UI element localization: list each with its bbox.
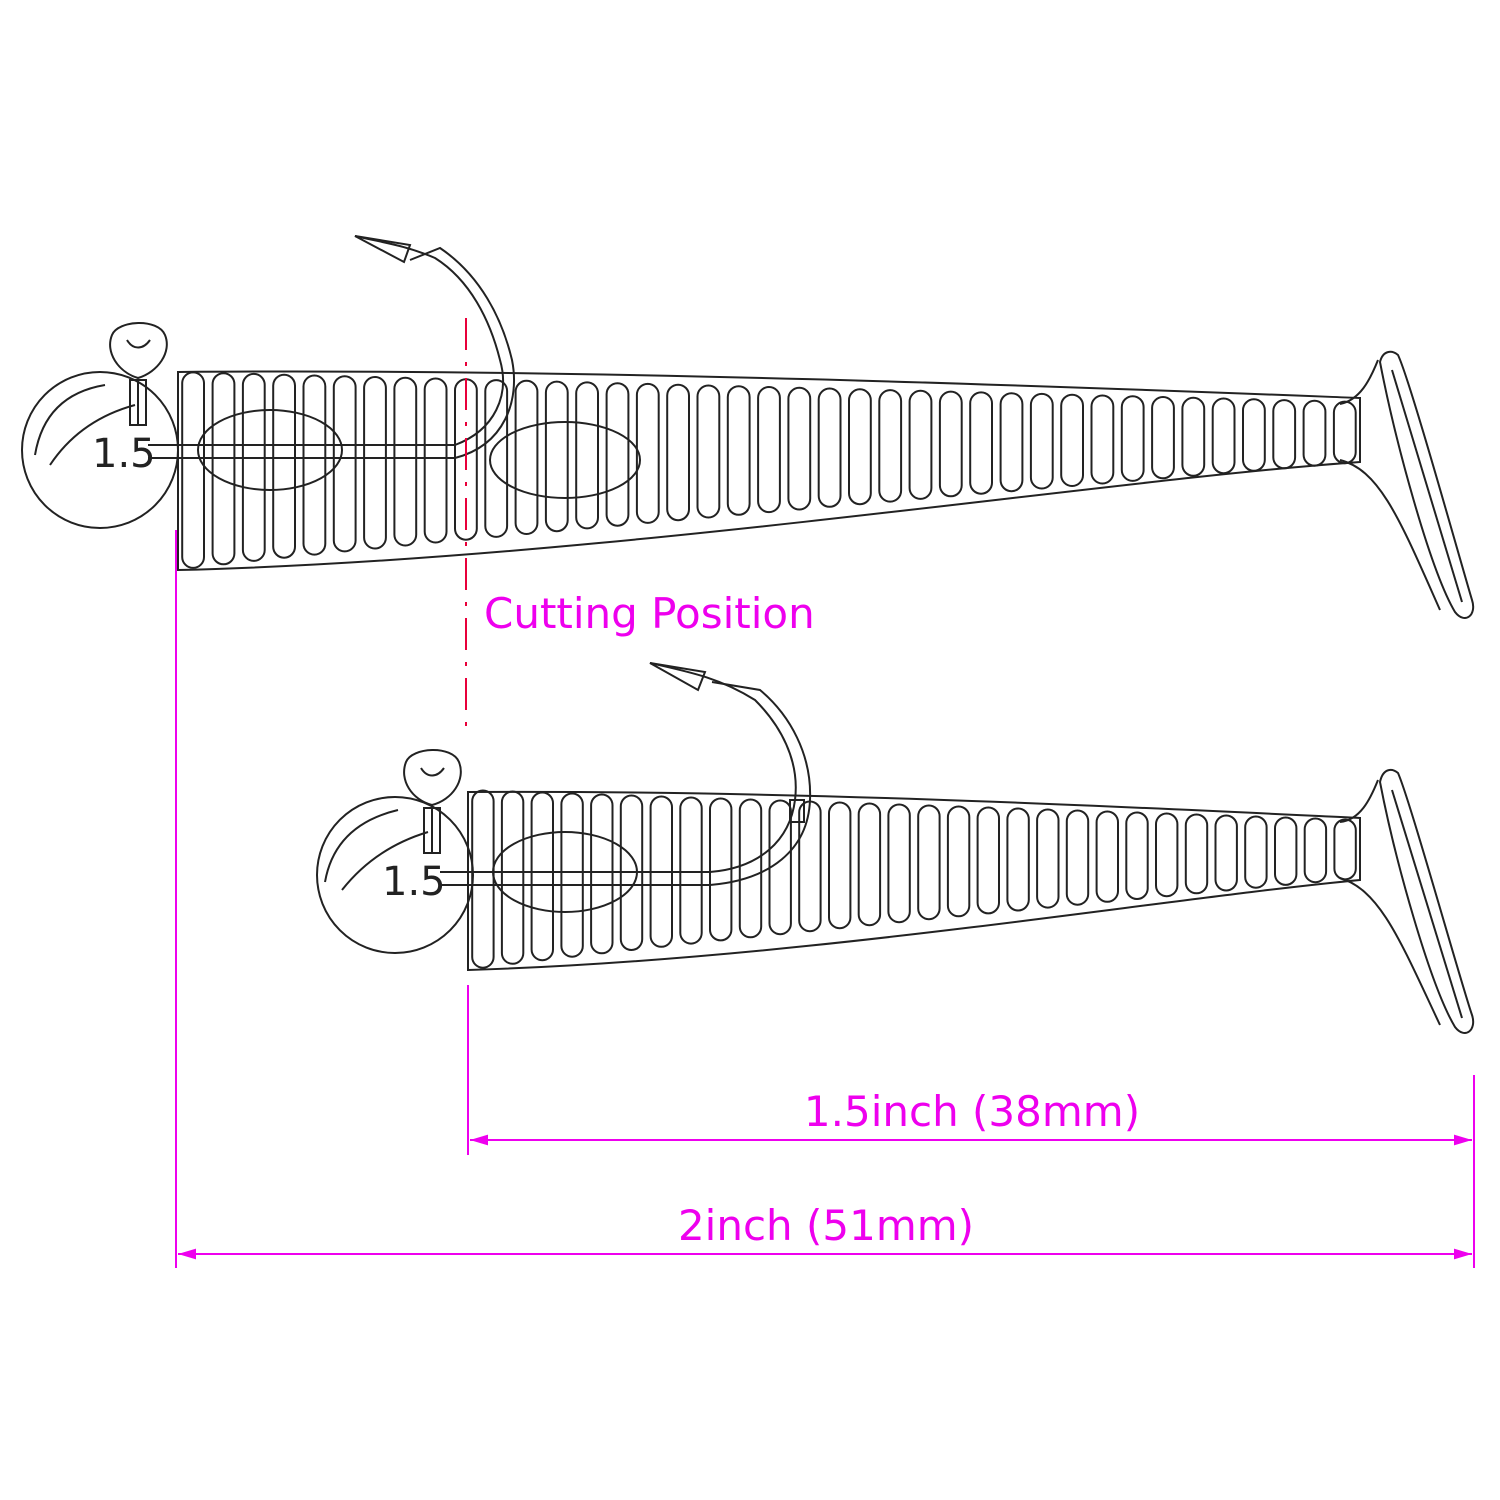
lure-body-cut bbox=[467, 768, 1475, 1034]
body-segment bbox=[1214, 814, 1238, 892]
body-segments-full bbox=[181, 371, 1357, 569]
body-segment bbox=[363, 376, 387, 550]
body-segments-cut bbox=[471, 789, 1357, 969]
body-segment bbox=[1302, 399, 1327, 467]
jig-weight-label-cut: 1.5 bbox=[382, 859, 446, 905]
body-segment bbox=[1120, 395, 1145, 482]
body-segment bbox=[1065, 809, 1090, 906]
body-segment bbox=[272, 373, 297, 559]
body-segment bbox=[887, 803, 911, 924]
cutting-position-label: Cutting Position bbox=[484, 589, 815, 638]
hook-full bbox=[148, 235, 516, 459]
body-segment bbox=[999, 392, 1024, 493]
body-segment bbox=[1332, 400, 1357, 465]
body-segment bbox=[857, 802, 882, 927]
body-segment bbox=[1036, 808, 1060, 909]
body-segment bbox=[1151, 396, 1175, 480]
lure-full: 1.5 bbox=[21, 235, 1475, 730]
body-segment bbox=[1006, 807, 1030, 912]
tail-fin-full bbox=[1378, 350, 1475, 619]
body-segment bbox=[738, 798, 763, 939]
body-segment bbox=[484, 379, 509, 538]
body-segment bbox=[1125, 811, 1149, 900]
body-segment bbox=[1095, 810, 1119, 903]
body-segment bbox=[817, 387, 842, 508]
body-segment bbox=[726, 385, 751, 516]
body-segment bbox=[560, 792, 584, 958]
body-segment bbox=[757, 386, 781, 514]
body-segment bbox=[1242, 398, 1266, 472]
body-segment bbox=[635, 382, 660, 524]
body-segment bbox=[514, 379, 539, 535]
body-segment bbox=[590, 793, 614, 955]
body-segment bbox=[181, 371, 205, 569]
body-segment bbox=[471, 789, 495, 969]
body-segment bbox=[1090, 394, 1115, 485]
dim-long-label: 2inch (51mm) bbox=[678, 1201, 974, 1250]
body-segment bbox=[423, 377, 448, 544]
body-segment bbox=[679, 796, 703, 945]
body-segment bbox=[1274, 816, 1298, 886]
body-segment bbox=[1060, 393, 1084, 488]
lure-cut: 1.5 bbox=[316, 662, 1475, 1034]
body-segment bbox=[302, 374, 327, 556]
dim-short-label: 1.5inch (38mm) bbox=[804, 1087, 1140, 1136]
body-segment bbox=[1211, 397, 1236, 475]
body-segment bbox=[666, 383, 691, 522]
body-segment bbox=[530, 791, 554, 962]
jig-head-cut bbox=[316, 749, 474, 954]
line-eye-full bbox=[109, 322, 168, 380]
body-segment bbox=[828, 801, 852, 930]
body-segment bbox=[976, 806, 1000, 915]
body-segment bbox=[241, 372, 266, 562]
body-segment bbox=[1181, 396, 1206, 477]
body-segment bbox=[917, 804, 941, 921]
body-segment bbox=[878, 389, 903, 503]
body-segment bbox=[1333, 818, 1357, 881]
jig-head-full bbox=[21, 322, 179, 529]
body-segment bbox=[1155, 812, 1179, 898]
line-eye-cut bbox=[403, 749, 462, 807]
body-segment bbox=[1272, 399, 1297, 470]
body-segment bbox=[1244, 815, 1268, 889]
body-segment bbox=[696, 384, 721, 519]
lure-body-full bbox=[177, 350, 1475, 619]
body-segment bbox=[787, 386, 812, 511]
body-segment bbox=[946, 805, 971, 918]
body-segment bbox=[332, 375, 357, 553]
body-segment bbox=[211, 372, 236, 566]
body-segment bbox=[969, 391, 994, 495]
body-segment bbox=[908, 389, 933, 500]
body-segment bbox=[575, 381, 600, 530]
body-segment bbox=[1303, 817, 1328, 884]
hook-cut bbox=[440, 662, 812, 886]
body-segment bbox=[605, 382, 630, 527]
body-segment bbox=[848, 388, 872, 506]
body-segment bbox=[393, 376, 418, 547]
body-segment bbox=[768, 799, 792, 936]
jig-weight-label-full: 1.5 bbox=[92, 431, 156, 477]
body-segment bbox=[938, 390, 963, 498]
body-segment bbox=[1029, 392, 1054, 490]
body-segment bbox=[798, 800, 822, 933]
body-segment bbox=[1184, 813, 1209, 895]
dimension-lines bbox=[175, 530, 1475, 1268]
body-segment bbox=[544, 380, 569, 533]
body-segment bbox=[500, 790, 525, 965]
tail-fin-cut bbox=[1378, 768, 1475, 1034]
